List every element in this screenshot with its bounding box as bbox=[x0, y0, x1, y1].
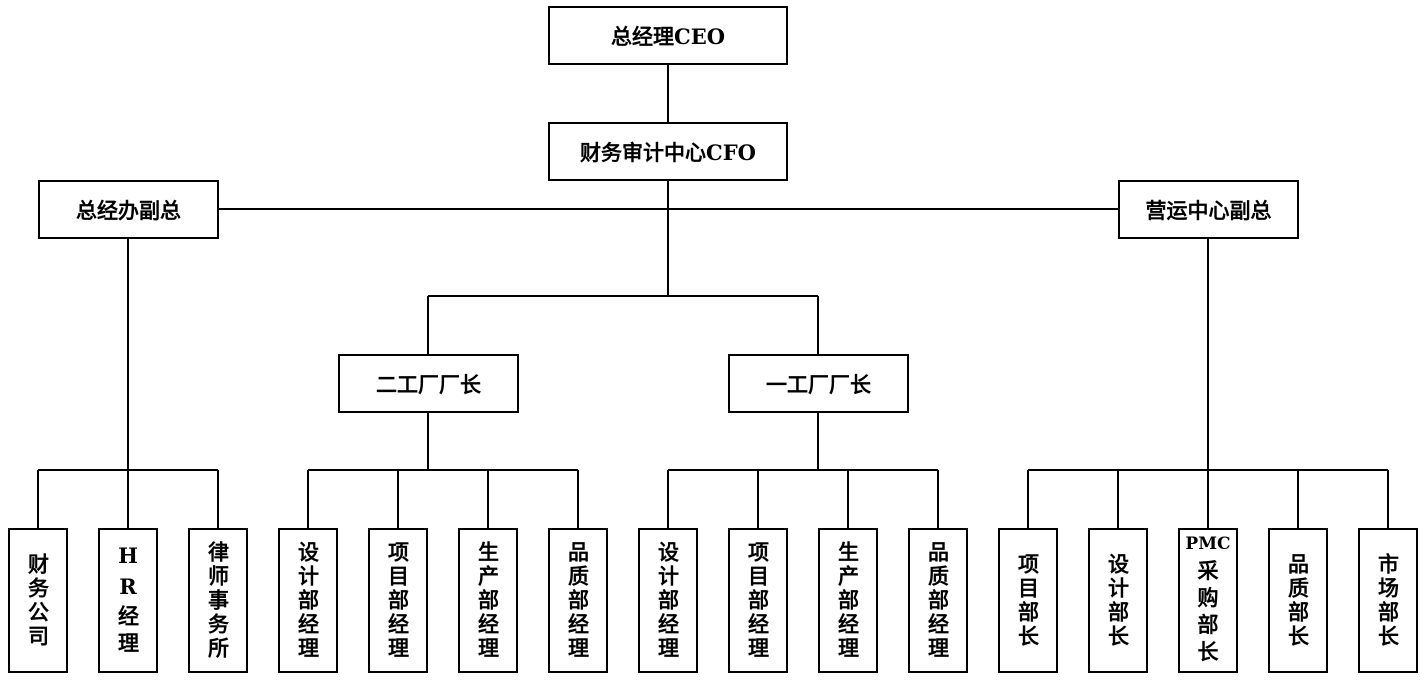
f1-design-manager: 设计部经理 bbox=[638, 528, 698, 673]
cfo-box: 财务审计中心CFO bbox=[548, 122, 788, 181]
ops-design-head: 设计部长 bbox=[1088, 528, 1148, 673]
ceo-box: 总经理CEO bbox=[548, 6, 788, 65]
unit-law-firm: 律师事务所 bbox=[188, 528, 248, 673]
pmc-label: PMC bbox=[1185, 534, 1231, 554]
f1-quality-manager: 品质部经理 bbox=[908, 528, 968, 673]
unit-hr-manager: HR经理 bbox=[98, 528, 158, 673]
f2-quality-manager: 品质部经理 bbox=[548, 528, 608, 673]
ops-pmc-purchasing-head: PMC 采购部长 bbox=[1178, 528, 1238, 673]
vp-ops-box: 营运中心副总 bbox=[1118, 180, 1299, 239]
f2-design-manager: 设计部经理 bbox=[278, 528, 338, 673]
f1-production-manager: 生产部经理 bbox=[818, 528, 878, 673]
vp-office-box: 总经办副总 bbox=[38, 180, 219, 239]
unit-finance-company: 财务公司 bbox=[8, 528, 68, 673]
factory1-box: 一工厂厂长 bbox=[728, 354, 909, 413]
ops-project-head: 项目部长 bbox=[998, 528, 1058, 673]
f2-production-manager: 生产部经理 bbox=[458, 528, 518, 673]
factory2-box: 二工厂厂长 bbox=[338, 354, 519, 413]
ops-market-head: 市场部长 bbox=[1358, 528, 1418, 673]
ops-quality-head: 品质部长 bbox=[1268, 528, 1328, 673]
f1-project-manager: 项目部经理 bbox=[728, 528, 788, 673]
f2-project-manager: 项目部经理 bbox=[368, 528, 428, 673]
purchasing-label: 采购部长 bbox=[1197, 558, 1219, 664]
